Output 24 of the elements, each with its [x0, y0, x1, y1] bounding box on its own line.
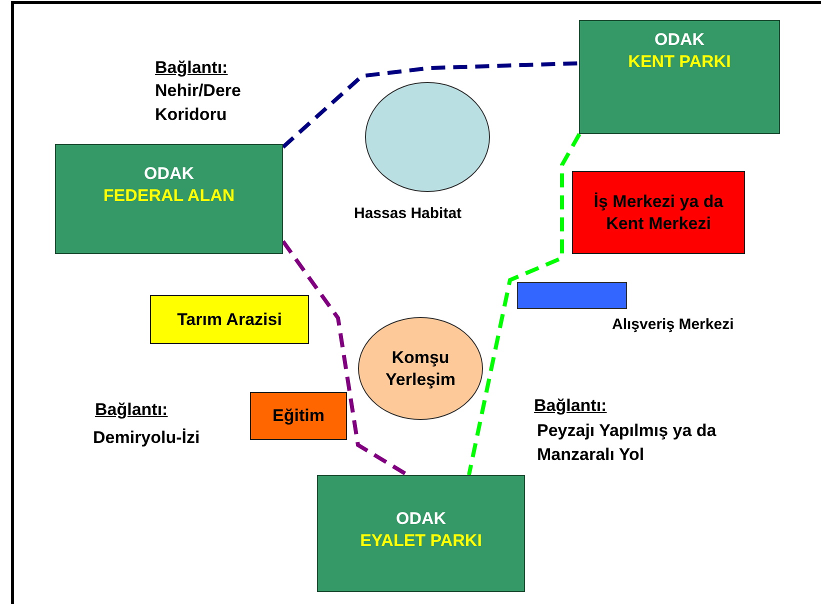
focus-heading: ODAK	[396, 508, 446, 530]
neighborhood-ellipse: Komşu Yerleşim	[358, 317, 483, 420]
connection-heading: Bağlantı:	[534, 395, 608, 417]
habitat-label: Hassas Habitat	[354, 205, 462, 222]
focus-heading: ODAK	[654, 29, 705, 51]
connection-label: Nehir/Dere Koridoru	[155, 80, 242, 126]
connection-heading: Bağlantı:	[155, 57, 229, 79]
focus-heading: ODAK	[144, 163, 194, 185]
focus-area-box	[579, 20, 780, 134]
farmland-box: Tarım Arazisi	[150, 295, 309, 344]
connection-label: Demiryolu-İzi	[93, 427, 201, 449]
dashed-connector	[282, 61, 580, 149]
connection-heading: Bağlantı:	[95, 399, 169, 421]
focus-name: EYALET PARKI	[360, 530, 482, 552]
shopping-center-label: Alışveriş Merkezi	[612, 316, 734, 333]
business-center-box: İş Merkezi ya da Kent Merkezi	[572, 171, 745, 254]
education-box: Eğitim	[250, 392, 347, 440]
focus-name: KENT PARKI	[628, 51, 731, 73]
focus-area-box	[55, 144, 283, 254]
dashed-connector	[466, 133, 582, 476]
connection-label: Peyzajı Yapılmış ya da Manzaralı Yol	[537, 420, 718, 466]
dashed-connector	[281, 240, 409, 477]
focus-name: FEDERAL ALAN	[103, 185, 235, 207]
focus-area-box	[317, 475, 525, 592]
